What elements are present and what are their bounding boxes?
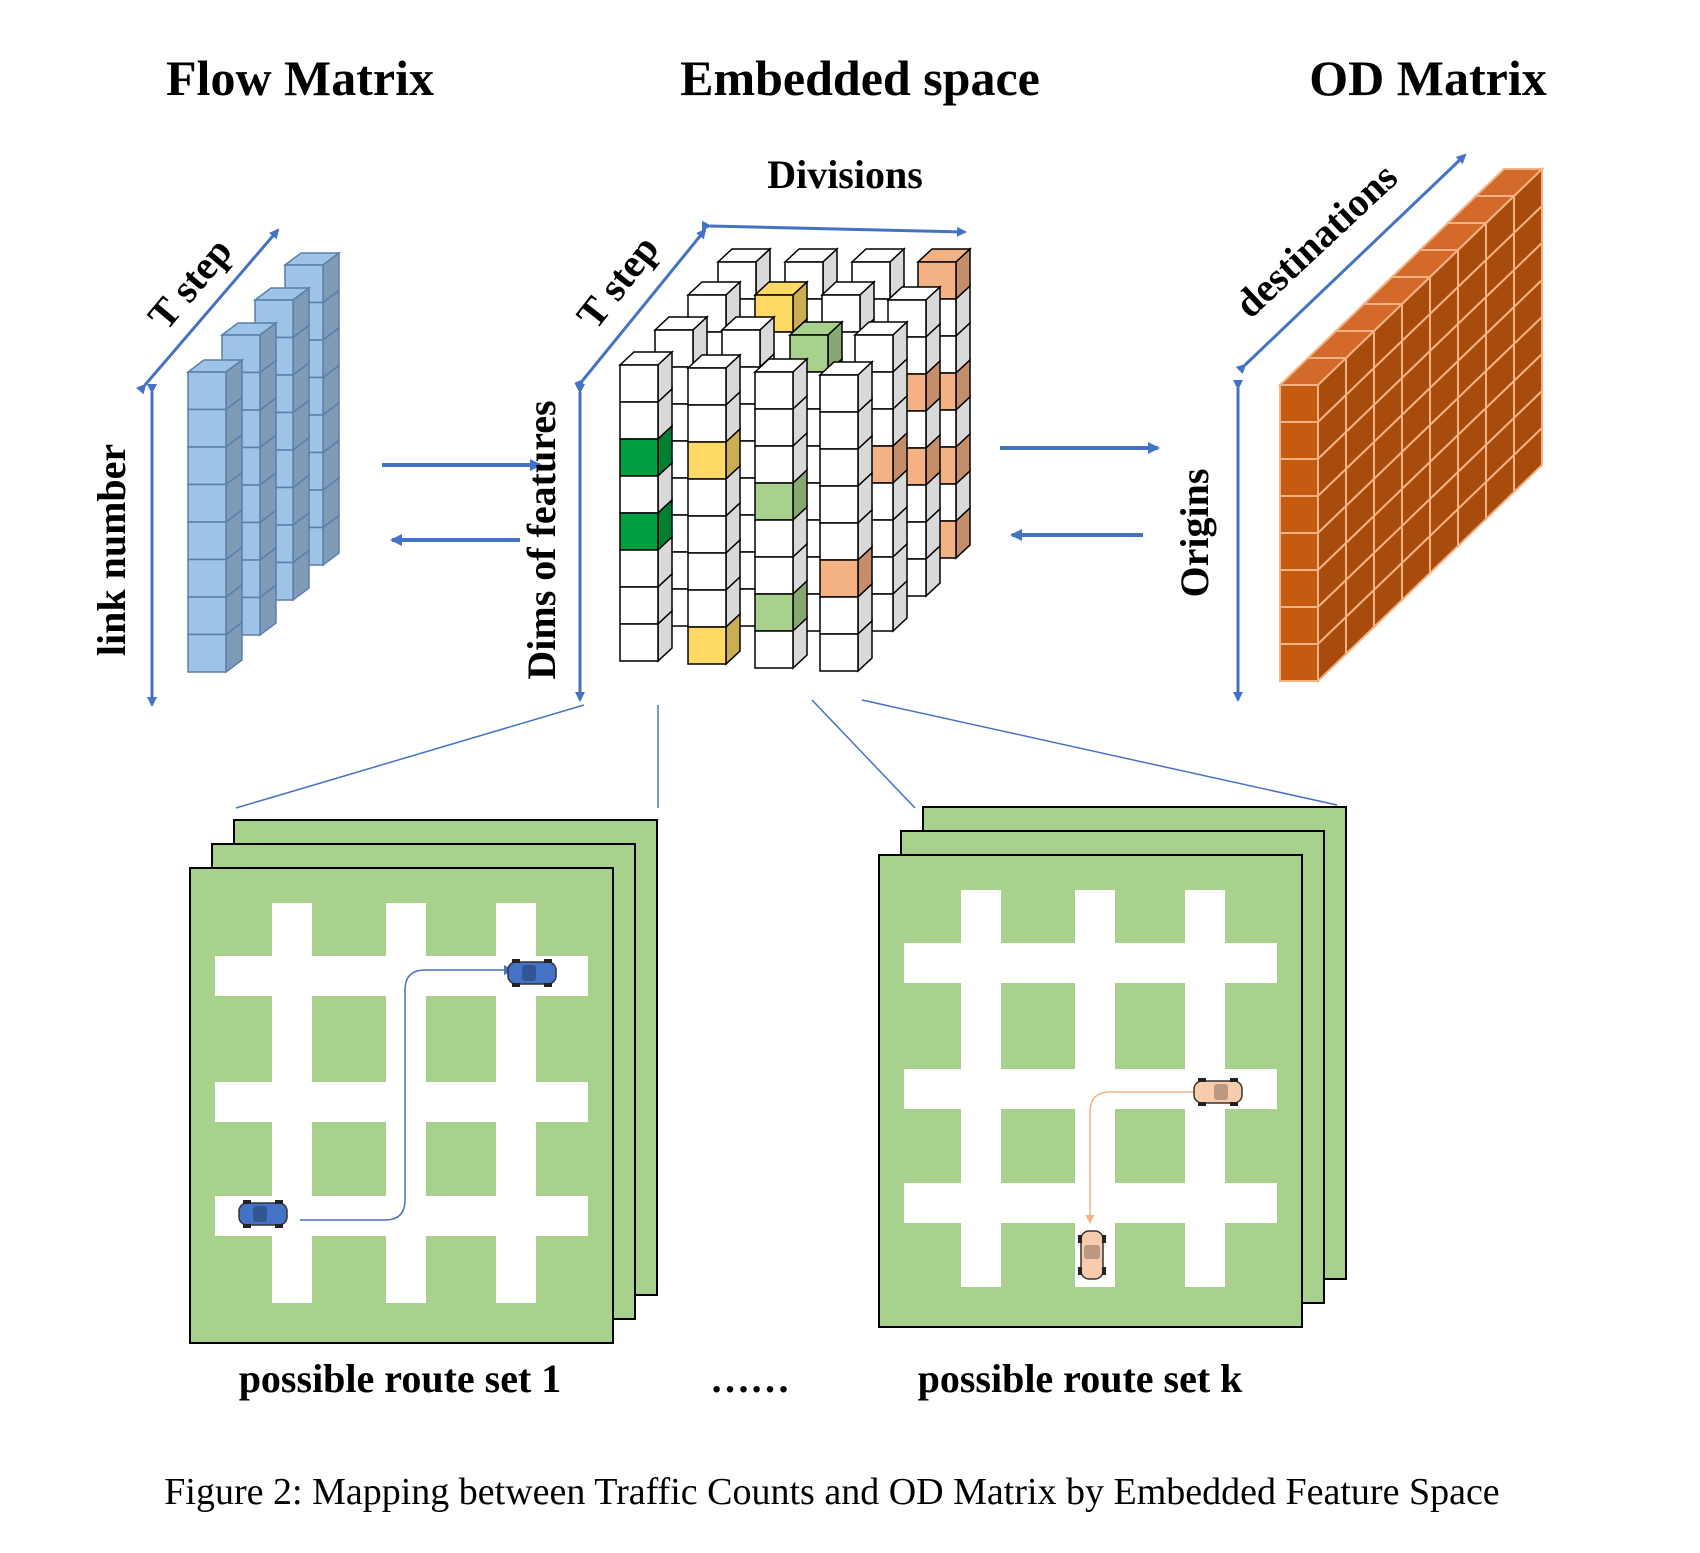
cube-cell xyxy=(686,280,742,334)
cube-cell xyxy=(687,501,741,555)
cube-cell xyxy=(687,464,741,518)
cube-cell xyxy=(687,427,741,481)
flow-matrix-title: Flow Matrix xyxy=(166,50,434,106)
connector-line xyxy=(235,704,585,809)
cube-cell xyxy=(619,609,673,663)
cube-cell xyxy=(618,350,674,404)
car-icon xyxy=(238,1200,288,1228)
figure-caption: Figure 2: Mapping between Traffic Counts… xyxy=(164,1471,1499,1513)
route-path xyxy=(300,965,514,1221)
embedded-space-title: Embedded space xyxy=(680,50,1040,106)
flow-matrix xyxy=(185,251,342,674)
cube-cell xyxy=(187,396,243,449)
cube-cell xyxy=(187,508,243,561)
cube-cell xyxy=(653,315,709,369)
cube-cell xyxy=(619,387,673,441)
road xyxy=(961,890,1001,1287)
od-matrix-title: OD Matrix xyxy=(1309,50,1546,106)
cube-cell xyxy=(687,538,741,592)
cube-cell xyxy=(185,358,245,411)
origins-label: Origins xyxy=(1172,469,1217,598)
od-matrix xyxy=(1277,166,1545,684)
car-icon xyxy=(1078,1230,1106,1280)
connector-line xyxy=(811,699,916,809)
cube-cell xyxy=(686,353,742,407)
cube-cell xyxy=(819,545,873,599)
divisions-label: Divisions xyxy=(767,152,923,197)
route-set-1-label: possible route set 1 xyxy=(239,1356,562,1401)
car-icon xyxy=(507,959,557,987)
route-set-1 xyxy=(189,819,658,1344)
cube-cell xyxy=(187,621,243,674)
route-set-k xyxy=(878,806,1347,1328)
destinations-arrow xyxy=(1235,153,1467,375)
cube-cell xyxy=(687,612,741,666)
embedded-tstep-label: T step xyxy=(567,227,667,337)
od-cell xyxy=(1279,384,1319,423)
route-set-k-label: possible route set k xyxy=(918,1356,1244,1401)
od-cell xyxy=(1279,606,1319,645)
cube-cell xyxy=(687,390,741,444)
dims-label: Dims of features xyxy=(519,400,564,679)
cube-cell xyxy=(818,360,874,414)
od-cell xyxy=(1279,569,1319,608)
od-cell xyxy=(1279,421,1319,460)
car-icon xyxy=(1193,1078,1243,1106)
road xyxy=(272,903,312,1303)
od-cell xyxy=(1279,532,1319,571)
connector-line xyxy=(861,699,1338,806)
cube-cell xyxy=(850,247,906,301)
cube-cell xyxy=(187,583,243,636)
cube-cell xyxy=(753,280,809,334)
cube-cell xyxy=(754,505,808,559)
cube-cell xyxy=(819,619,873,673)
embedded-cube xyxy=(618,247,972,673)
cube-cell xyxy=(619,461,673,515)
ellipsis-label: …… xyxy=(710,1356,790,1401)
route-path xyxy=(1085,1091,1195,1224)
cube-cell xyxy=(819,434,873,488)
divisions-arrow xyxy=(701,220,967,237)
cube-cell xyxy=(820,280,876,334)
cube-cell xyxy=(753,357,809,411)
flow-tstep-label: T step xyxy=(139,229,241,338)
cube-cell xyxy=(754,542,808,596)
road xyxy=(1075,890,1115,1287)
road xyxy=(386,903,426,1303)
embedded-tstep-arrow xyxy=(574,228,707,390)
cube-cell xyxy=(187,546,243,599)
od-cell xyxy=(1279,495,1319,534)
link-number-label: link number xyxy=(89,444,134,656)
od-cell xyxy=(1279,643,1319,682)
flow-tstep-arrow xyxy=(135,228,280,395)
cube-cell xyxy=(619,572,673,626)
cube-cell xyxy=(687,575,741,629)
cube-cell xyxy=(754,616,808,670)
cube-cell xyxy=(754,431,808,485)
cube-cell xyxy=(819,508,873,562)
od-cell xyxy=(1279,458,1319,497)
